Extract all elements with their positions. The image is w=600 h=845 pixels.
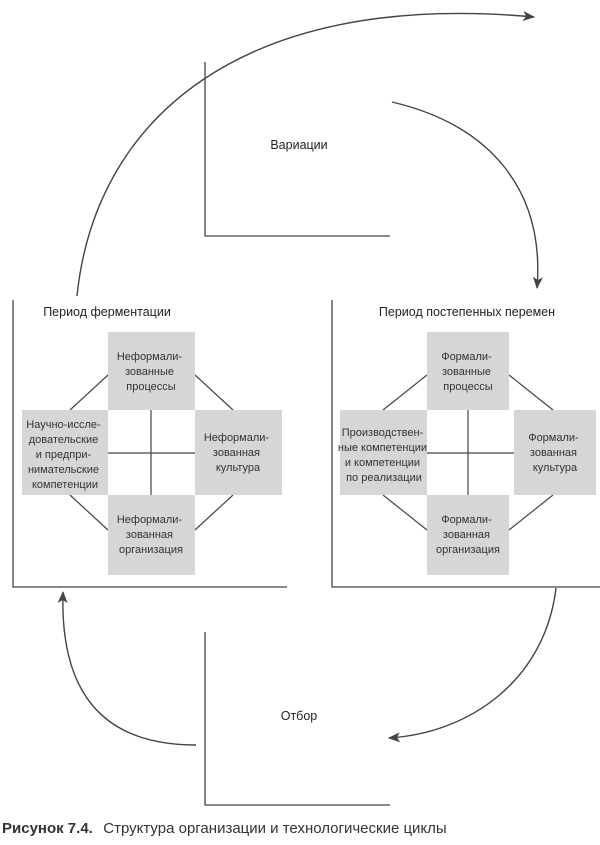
right-connector-tr [508, 374, 554, 411]
left-box-bottom-text: Неформали- зованная организация [117, 514, 185, 556]
left-panel-title: Период ферментации [43, 305, 171, 319]
arrow-bottom-left-curve [57, 591, 197, 746]
bottom-bracket [204, 632, 390, 806]
right-box-top-text: Формали- зованные процессы [441, 351, 495, 393]
right-box-left [340, 410, 427, 495]
left-box-left [22, 410, 108, 495]
variations-label: Вариации [270, 138, 327, 152]
left-box-bottom [108, 495, 195, 575]
arrow-top-left-curve [76, 11, 535, 297]
left-box-top-text: Неформали- зованные процессы [117, 351, 185, 393]
left-box-right [195, 410, 282, 495]
left-panel-bracket [12, 300, 287, 588]
right-panel-bracket [331, 300, 600, 588]
right-connector-br [508, 494, 554, 531]
arrow-bottom-right-curve [388, 587, 557, 743]
right-panel: Период постепенных перемен Формали- зова… [331, 300, 600, 588]
right-box-left-text: Производствен- ные компетенции и компете… [338, 427, 430, 484]
figure-caption-label: Рисунок 7.4. [2, 820, 93, 837]
left-connector-tl [69, 374, 109, 411]
right-box-top [427, 332, 509, 410]
left-connector-tr [194, 374, 234, 411]
right-box-right-text: Формали- зованная культура [528, 432, 582, 474]
top-bracket [204, 62, 390, 237]
arrow-top-right-curve [391, 101, 543, 289]
figure-caption: Рисунок 7.4. Структура организации и тех… [2, 820, 447, 837]
right-connector-bl [382, 494, 428, 531]
left-box-top [108, 332, 195, 410]
left-box-right-text: Неформали- зованная культура [204, 432, 272, 474]
right-panel-title: Период постепенных перемен [379, 305, 555, 319]
left-connector-bl [69, 494, 109, 531]
right-box-bottom-text: Формали- зованная организация [436, 514, 500, 556]
left-box-left-text: Научно-иссле- довательские и предпри- ни… [26, 419, 103, 491]
figure-caption-text: Структура организации и технологические … [103, 820, 446, 837]
left-connector-br [194, 494, 234, 531]
left-panel: Период ферментации Неформали- зованные п… [12, 300, 287, 588]
right-box-right [514, 410, 596, 495]
right-connector-tl [382, 374, 428, 411]
right-box-bottom [427, 495, 509, 575]
selection-label: Отбор [281, 709, 318, 723]
